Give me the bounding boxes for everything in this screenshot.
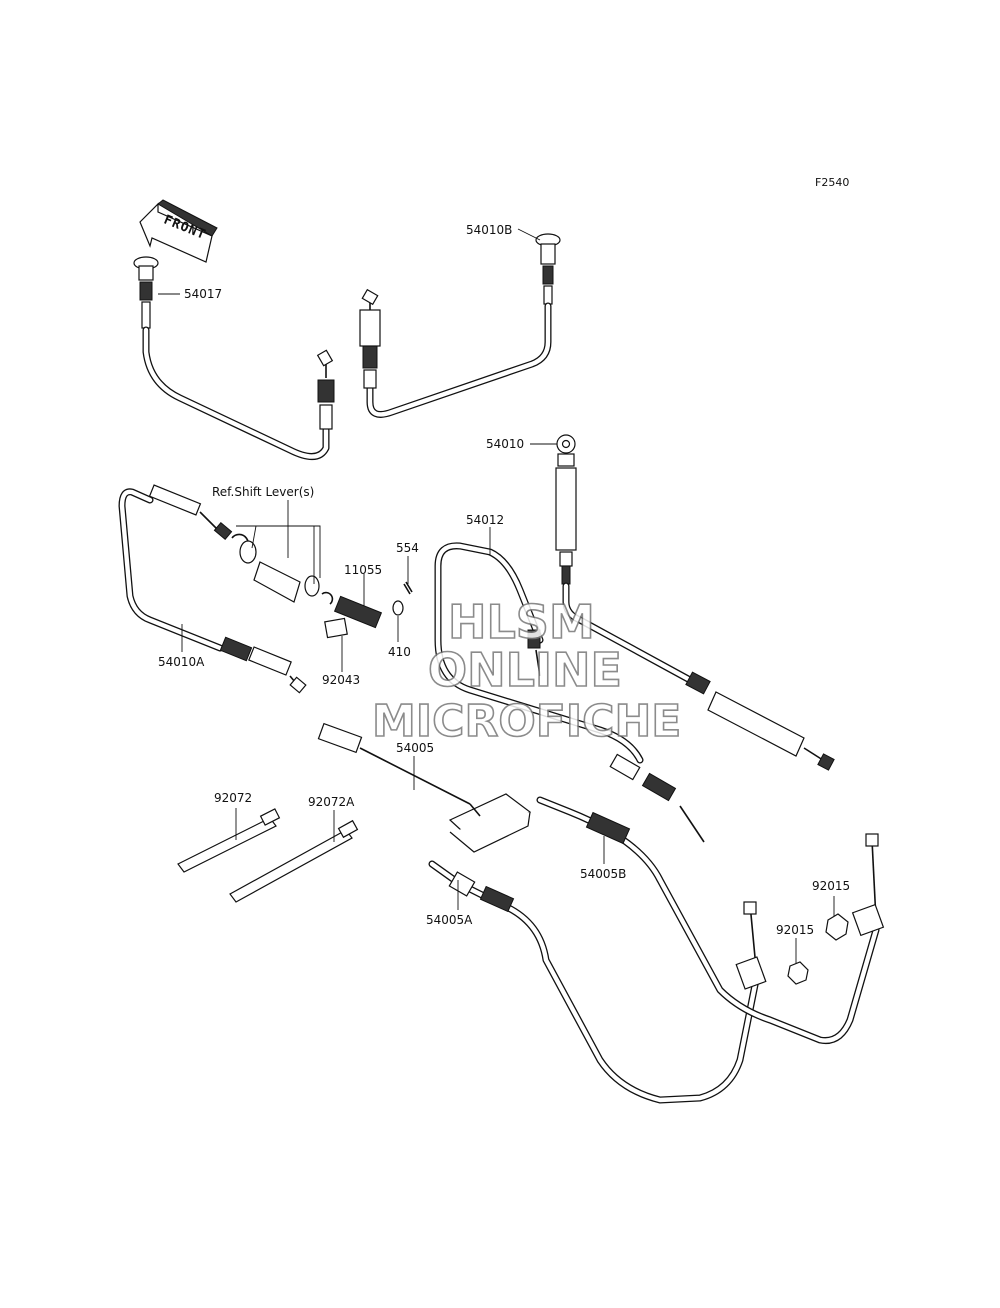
watermark: HLSM ONLINE MICROFICHE	[371, 594, 682, 748]
watermark-line-3: MICROFICHE	[372, 696, 681, 747]
part-label-92043: 92043	[322, 673, 360, 687]
cable-54012	[434, 542, 705, 843]
part-label-11055: 11055	[344, 563, 382, 577]
part-label-92072: 92072	[214, 791, 252, 805]
part-label-410: 410	[388, 645, 411, 659]
figure-code: F2540	[815, 176, 849, 189]
shift-lever-parts	[231, 533, 413, 639]
part-label-54010: 54010	[486, 437, 524, 451]
part-label-54005: 54005	[396, 741, 434, 755]
cable-54017	[133, 256, 335, 460]
part-label-92015-bottom: 92015	[776, 923, 814, 937]
watermark-line-2: ONLINE	[428, 643, 622, 697]
part-label-554: 554	[396, 541, 419, 555]
part-label-54005B: 54005B	[580, 867, 626, 881]
leader-lines	[158, 228, 835, 964]
part-label-54012: 54012	[466, 513, 504, 527]
part-label-54017: 54017	[184, 287, 222, 301]
part-label-92015-top: 92015	[812, 879, 850, 893]
cable-54005-assembly	[317, 722, 885, 1104]
part-label-92072A: 92072A	[308, 795, 355, 809]
watermark-line-1: HLSM	[448, 595, 595, 649]
cable-54010A	[118, 484, 307, 694]
ref-shift-lever-label: Ref.Shift Lever(s)	[212, 485, 314, 499]
part-label-54010B: 54010B	[466, 223, 512, 237]
part-labels: 54017 54010B 54010 54012 554 11055 410 9…	[158, 223, 850, 937]
part-label-54010A: 54010A	[158, 655, 205, 669]
front-arrow: FRONT	[139, 199, 218, 263]
part-label-54005A: 54005A	[426, 913, 473, 927]
cable-ties	[177, 808, 359, 903]
cable-54010B	[359, 233, 561, 418]
cable-54010	[555, 434, 835, 771]
